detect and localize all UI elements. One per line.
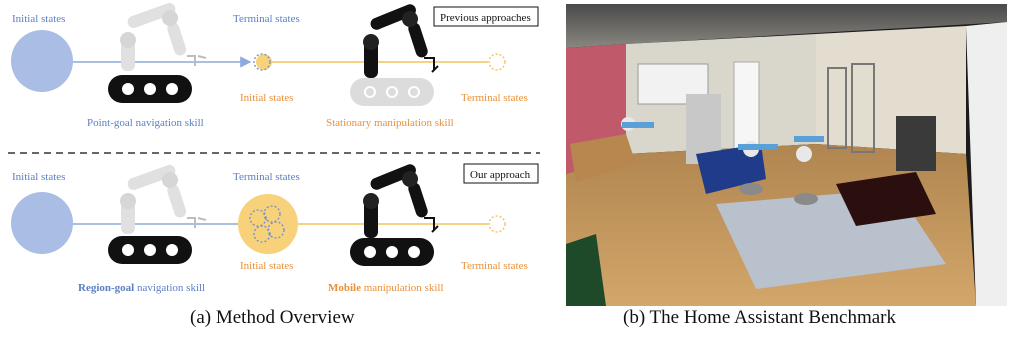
terminal-states-blue-dot [253, 53, 271, 71]
terminal-states-2-label: Terminal states [461, 260, 528, 272]
initial-states-label: Initial states [12, 13, 65, 25]
manip-skill-label: Mobile manipulation skill [328, 282, 444, 294]
manip-skill-bold: Mobile [328, 282, 361, 294]
mobile-base-black-icon [108, 236, 192, 264]
terminal-states-label: Terminal states [233, 171, 300, 183]
our-approach-label: Our approach [470, 169, 531, 181]
nav-skill-label: Region-goal navigation skill [78, 282, 205, 294]
top-row: Initial states Terminal states Initial s… [11, 2, 539, 129]
home-assistant-scene-image [566, 4, 1007, 306]
our-approach-box [463, 163, 539, 184]
initial-states-region [11, 192, 73, 254]
terminal-states-2-dot [488, 215, 506, 233]
terminal-states-2-dot [488, 53, 506, 71]
terminal-states-cluster [249, 205, 285, 243]
initial-states-label: Initial states [12, 171, 65, 183]
mobile-base-black-icon [108, 75, 192, 103]
manip-skill-rest: manipulation skill [361, 282, 444, 294]
initial-states-region [11, 30, 73, 92]
nav-skill-rest: navigation skill [134, 282, 205, 294]
overlap-region [238, 194, 298, 254]
previous-approaches-label: Previous approaches [440, 12, 531, 24]
nav-skill-label: Point-goal navigation skill [87, 117, 204, 129]
manip-skill-label: Stationary manipulation skill [326, 117, 454, 129]
robot-arm-black-icon [363, 164, 439, 238]
robot-arm-black-icon [363, 4, 439, 78]
previous-approaches-box [433, 6, 539, 27]
robot-arm-gray-icon [120, 164, 207, 234]
initial-states-2-label: Initial states [240, 92, 293, 104]
stationary-base-gray-icon [350, 78, 434, 106]
initial-states-2-label: Initial states [240, 260, 293, 272]
caption-right: (b) The Home Assistant Benchmark [623, 307, 896, 328]
mobile-base-black-icon [350, 238, 434, 266]
robot-arm-gray-icon [120, 2, 207, 71]
caption-left: (a) Method Overview [190, 307, 355, 328]
nav-skill-bold: Region-goal [78, 282, 134, 294]
terminal-states-label: Terminal states [233, 13, 300, 25]
bottom-row: Initial states Terminal states Initial s… [11, 163, 539, 294]
terminal-states-2-label: Terminal states [461, 92, 528, 104]
terminal-states-orange-dot [256, 54, 272, 70]
